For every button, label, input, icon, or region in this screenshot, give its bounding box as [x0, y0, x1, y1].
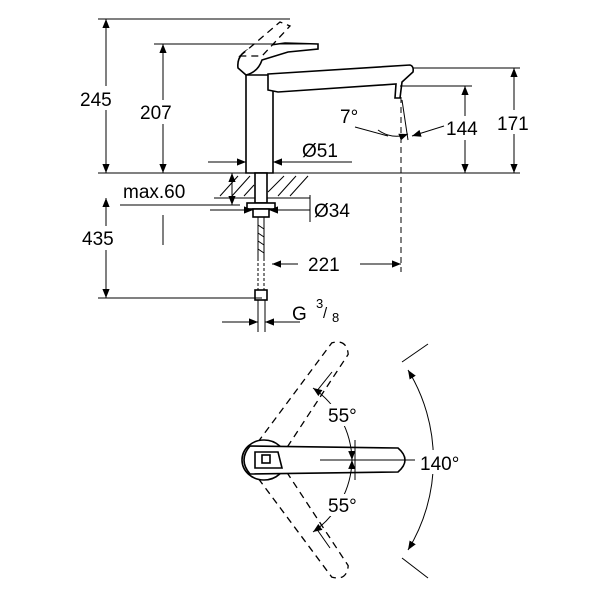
- dim-outlet-height: 144: [446, 119, 478, 140]
- thread-numerator: 3: [316, 296, 323, 311]
- lever-ghost-left: [249, 341, 349, 469]
- dim-spout-angle: 7°: [340, 107, 358, 128]
- faucet-lever-ghost: [238, 21, 292, 57]
- top-view: 55° 55° 140°: [241, 341, 479, 579]
- thread-prefix: G: [292, 304, 307, 325]
- thread-denominator: 8: [332, 310, 339, 325]
- shank: [246, 172, 276, 301]
- faucet-column: [245, 74, 274, 174]
- dim-total-height: 245: [80, 90, 112, 111]
- dim-outlet-top: 171: [497, 114, 529, 135]
- dim-reach: 221: [308, 255, 340, 276]
- side-view: 245 207 171 144 7° Ø51 max.60: [78, 18, 536, 332]
- dim-base-diameter: Ø51: [302, 141, 338, 162]
- dim-max-thickness: max.60: [123, 182, 185, 203]
- angle-lower: 55°: [328, 496, 357, 517]
- lever-ghost-right: [249, 451, 349, 579]
- dim-below-deck: 435: [82, 229, 114, 250]
- dim-spout-height: 207: [140, 103, 172, 124]
- dim-hole-diameter: Ø34: [314, 201, 350, 222]
- angle-upper: 55°: [328, 406, 357, 427]
- lever-button: [261, 454, 271, 464]
- faucet-spout: [267, 64, 414, 99]
- angle-total: 140°: [420, 454, 459, 475]
- thread-slash: /: [323, 305, 328, 322]
